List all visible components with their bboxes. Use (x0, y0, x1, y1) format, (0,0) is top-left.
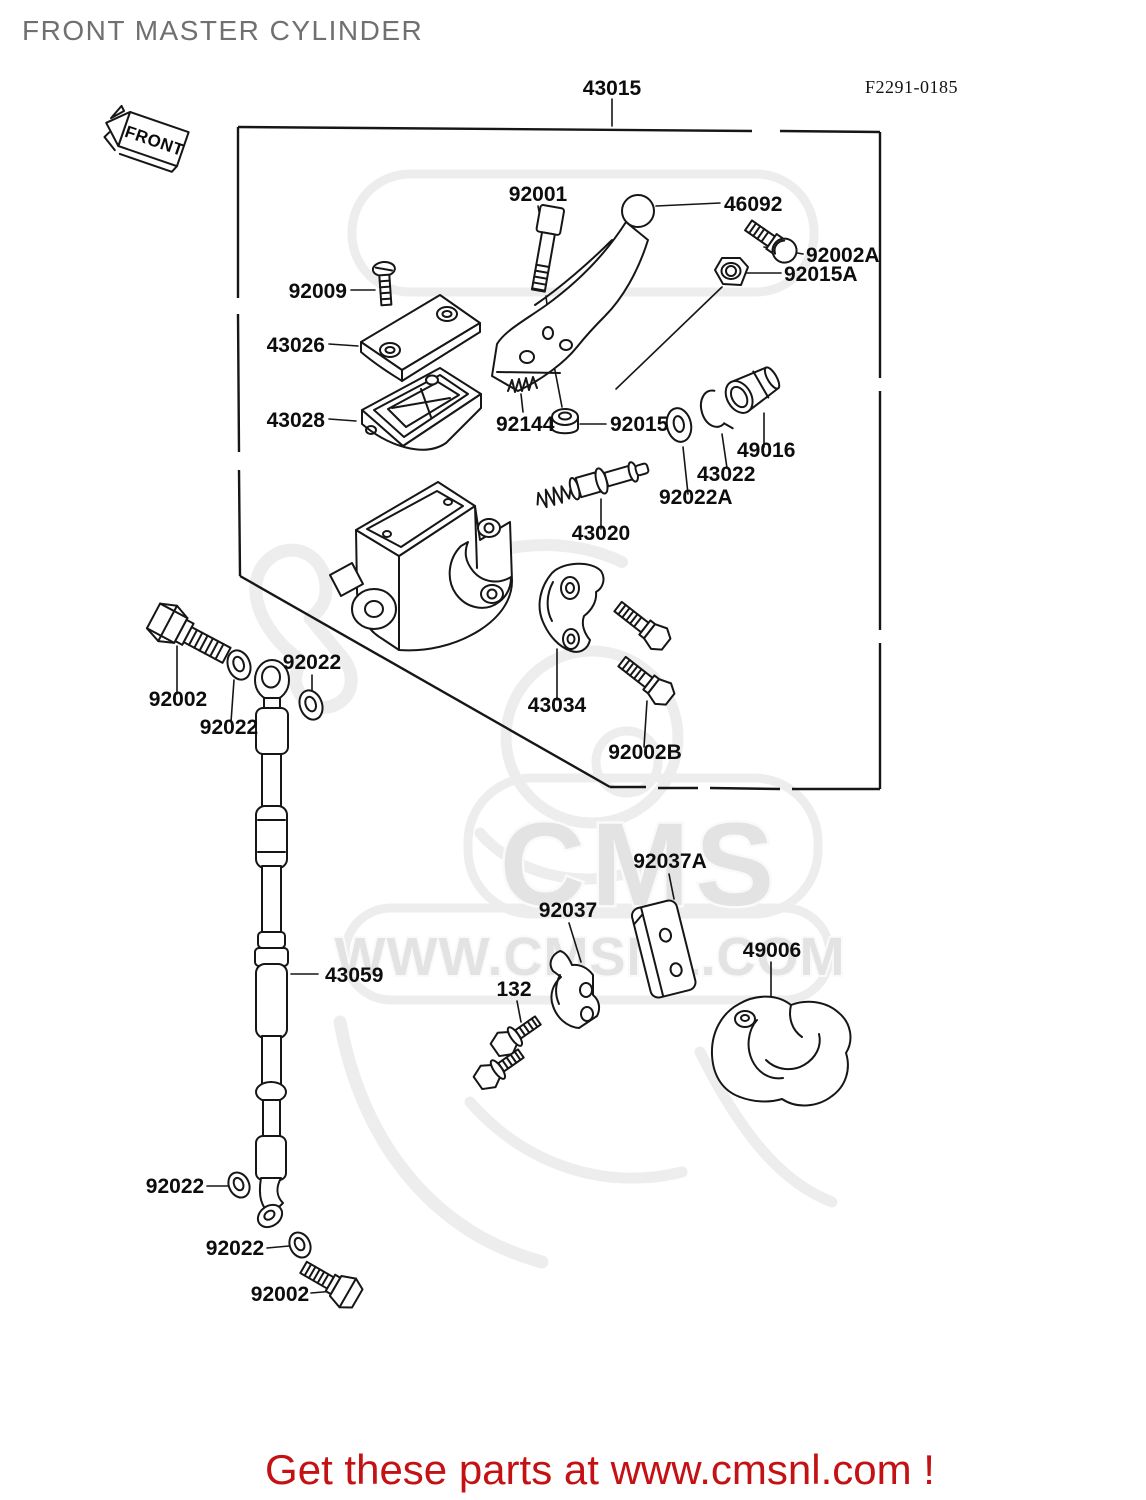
part-number-label-43022: 43022 (697, 463, 755, 486)
part-number-label-43059: 43059 (325, 964, 383, 987)
drawing-grommet-92015 (551, 408, 579, 435)
part-number-label-92022: 92022 (200, 716, 258, 739)
part-number-label-43034: 43034 (528, 694, 587, 717)
part-drawings (145, 194, 852, 1309)
part-number-label-43028: 43028 (267, 409, 326, 432)
part-number-label-43015: 43015 (583, 77, 642, 100)
drawing-washer-92022-left (226, 649, 252, 681)
drawing-reservoir-cap-43026 (360, 294, 481, 382)
drawing-locknut-92015A (714, 257, 749, 286)
part-number-label-92037A: 92037A (633, 850, 707, 873)
part-number-label-92022: 92022 (206, 1237, 264, 1260)
drawing-piston-boot-49016 (724, 366, 781, 414)
part-number-label-92002B: 92002B (608, 741, 682, 764)
drawing-brake-lever-46092 (491, 194, 655, 392)
drawing-bolt-132-upper (489, 1015, 542, 1058)
drawing-master-cylinder-body (329, 481, 513, 652)
part-number-label-92001: 92001 (509, 183, 568, 206)
drawing-cap-screw-92009 (371, 261, 396, 307)
drawing-clamp-bolt-92002B-lower (617, 655, 676, 706)
drawing-brake-hose-43059 (254, 659, 290, 1229)
footer-promo-text: Get these parts at www.cmsnl.com ! (265, 1446, 935, 1493)
drawing-bolt-132-lower (472, 1048, 525, 1091)
part-number-label-92015A: 92015A (784, 263, 858, 286)
page-title: FRONT MASTER CYLINDER (22, 15, 423, 46)
part-number-label-92002: 92002 (251, 1283, 309, 1306)
drawing-spring-92144 (507, 376, 538, 393)
drawing-circlip-43022 (699, 389, 734, 430)
part-number-label-92015: 92015 (610, 413, 669, 436)
part-number-label-46092: 46092 (724, 193, 782, 216)
drawing-piston-43020 (536, 461, 650, 509)
part-number-label-92022A: 92022A (659, 486, 733, 509)
drawing-washer-92022-bottom1 (227, 1171, 251, 1199)
drawing-banjo-bolt-92002-upper (145, 602, 232, 664)
part-number-label-49006: 49006 (743, 939, 801, 962)
drawing-washer-92022-bottom2 (288, 1231, 312, 1259)
part-number-label-92002A: 92002A (806, 244, 880, 267)
part-number-label-132: 132 (496, 978, 531, 1001)
drawing-washer-92022A (665, 407, 693, 443)
drawing-banjo-bolt-92002-bottom (299, 1260, 364, 1309)
drawing-bracket-92037A (631, 899, 697, 999)
drawing-screw-92002A (744, 219, 798, 264)
part-number-label-92022: 92022 (283, 651, 341, 674)
drawing-hose-clamp-92037 (549, 950, 601, 1029)
assembly-boundary-box (236, 125, 882, 791)
drawing-washer-92022-right (298, 689, 324, 721)
drawing-boot-49006 (710, 995, 852, 1107)
part-number-label-92009: 92009 (289, 280, 347, 303)
part-number-label-92144: 92144 (496, 413, 555, 436)
part-number-label-49016: 49016 (737, 439, 795, 462)
drawing-diaphragm-43028 (361, 367, 482, 451)
part-number-label-92037: 92037 (539, 899, 597, 922)
drawing-pivot-bolt-92001 (530, 204, 565, 293)
drawing-clamp-43034 (538, 562, 605, 653)
drawing-clamp-bolt-92002B-upper (613, 600, 672, 651)
part-number-label-92002: 92002 (149, 688, 207, 711)
part-number-label-43026: 43026 (267, 334, 325, 357)
figure-code: F2291-0185 (865, 77, 958, 97)
part-number-label-43020: 43020 (572, 522, 630, 545)
front-direction-flag: FRONT (103, 104, 190, 173)
part-number-label-92022: 92022 (146, 1175, 204, 1198)
